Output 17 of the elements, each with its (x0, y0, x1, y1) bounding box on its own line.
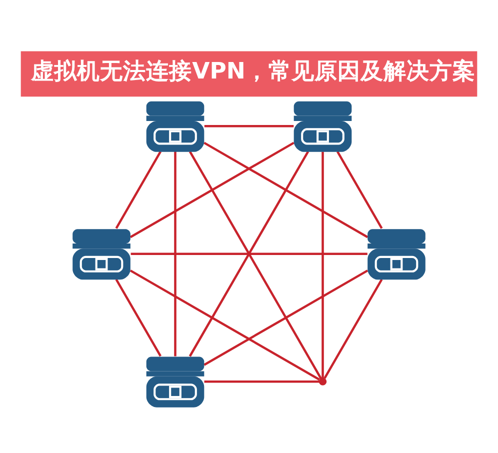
connector (130, 141, 294, 238)
connector (188, 150, 310, 356)
connector (204, 380, 320, 382)
connector (130, 269, 320, 380)
connector (204, 269, 368, 366)
connector (188, 150, 322, 379)
node-point (318, 377, 327, 385)
connector (174, 151, 176, 356)
connector (204, 124, 294, 127)
connector (336, 150, 383, 228)
connector (324, 278, 383, 378)
connector (115, 150, 162, 228)
connector (130, 252, 368, 254)
connector (322, 151, 324, 378)
connector (204, 141, 368, 238)
connector (115, 278, 162, 356)
diagram-title: 虚拟机无法连接VPN，常见原因及解决方案 (31, 58, 476, 84)
